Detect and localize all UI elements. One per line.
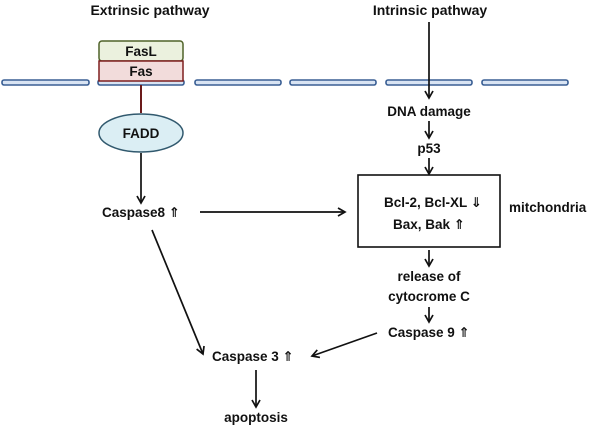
caspase3-label: Caspase 3 ⇑ bbox=[212, 349, 294, 364]
mitochondria-box bbox=[357, 174, 501, 248]
mitochondria-label: mitchondria bbox=[509, 200, 587, 215]
arrow-caspase9-to-caspase3 bbox=[310, 332, 378, 359]
dna-damage-label: DNA damage bbox=[387, 104, 471, 119]
extrinsic-pathway-title: Extrinsic pathway bbox=[90, 2, 209, 18]
fadd-ellipse bbox=[98, 113, 184, 153]
caspase9-label: Caspase 9 ⇑ bbox=[388, 325, 470, 340]
fas-label: Fas bbox=[129, 64, 152, 79]
membrane-segment bbox=[481, 79, 569, 86]
arrow-caspase8-to-caspase3 bbox=[151, 229, 205, 356]
p53-label: p53 bbox=[417, 141, 441, 156]
cell-membrane bbox=[1, 79, 569, 86]
release-of-label: release of bbox=[397, 269, 461, 284]
fadd-label: FADD bbox=[123, 126, 160, 141]
bcl2-bclxl-label: Bcl-2, Bcl-XL ⇓ bbox=[384, 195, 482, 210]
apoptosis-label: apoptosis bbox=[224, 410, 288, 425]
caspase8-label: Caspase8 ⇑ bbox=[102, 205, 180, 220]
cytochrome-c-label: cytocrome C bbox=[388, 289, 470, 304]
membrane-segment bbox=[1, 79, 90, 86]
fasl-label: FasL bbox=[125, 44, 157, 59]
membrane-segment bbox=[194, 79, 282, 86]
bax-bak-label: Bax, Bak ⇑ bbox=[393, 217, 465, 232]
membrane-segment bbox=[289, 79, 377, 86]
intrinsic-pathway-title: Intrinsic pathway bbox=[373, 2, 488, 18]
fas-box bbox=[98, 60, 184, 82]
